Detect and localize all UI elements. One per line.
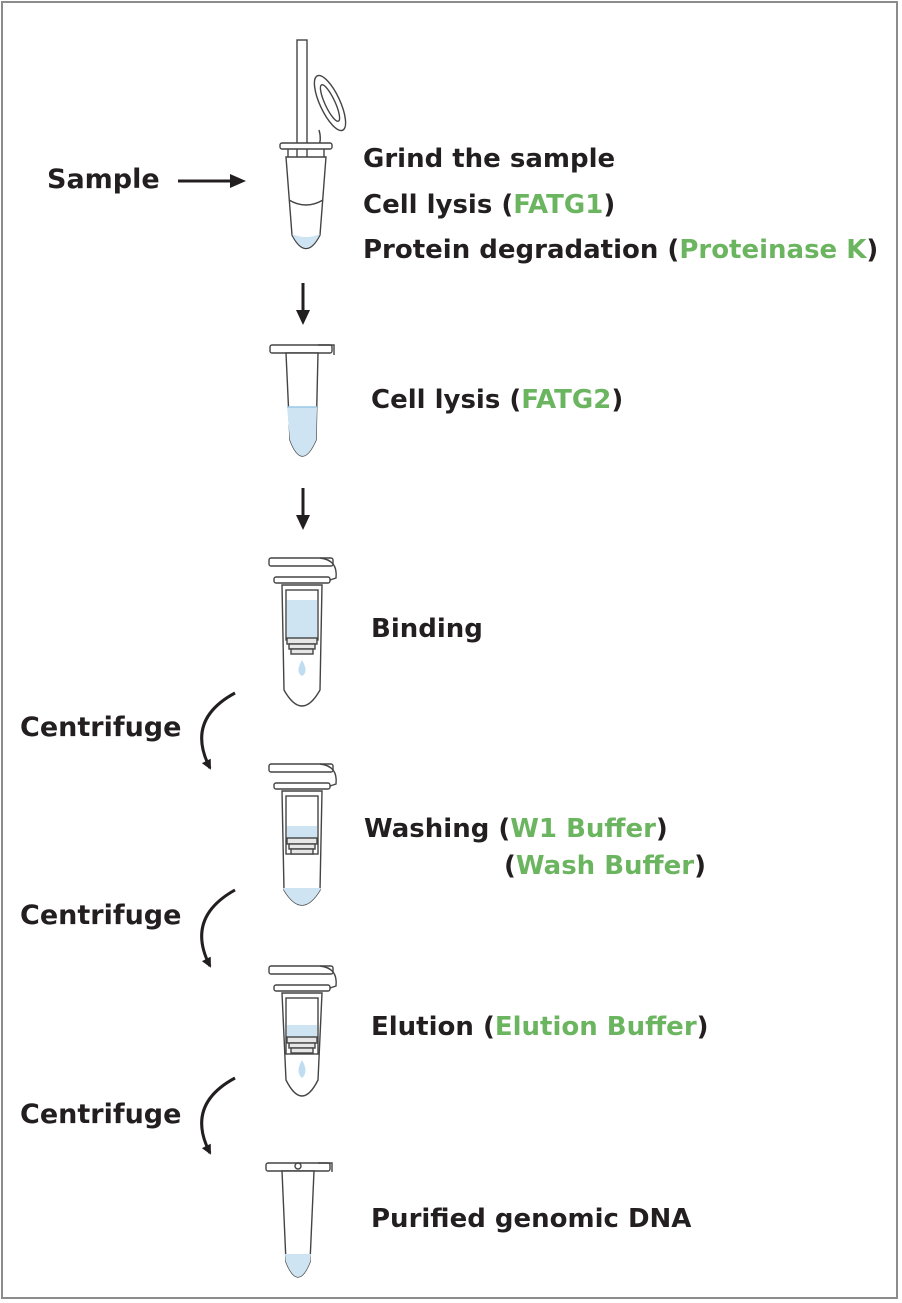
step-washing-text: Washing (	[364, 814, 511, 844]
step-lysis2-label: Cell lysis (FATG2)	[371, 384, 623, 416]
centrifuge-label-2: Centrifuge	[20, 900, 182, 931]
down-arrow-icon	[296, 488, 310, 530]
step-protein-close: )	[866, 235, 879, 265]
step-lysis2-text: Cell lysis (	[371, 385, 522, 415]
step-purified-label: Purified genomic DNA	[371, 1204, 692, 1234]
step-washing-close: )	[655, 814, 668, 844]
centrifuge-label-3: Centrifuge	[20, 1099, 182, 1130]
reagent-fatg1: FATG1	[513, 190, 604, 220]
step-protein-label: Protein degradation (Proteinase K)	[363, 234, 878, 266]
step-washing2-open: (	[504, 851, 516, 881]
tube-lysis-icon	[269, 344, 335, 457]
step-grind-label: Grind the sample	[363, 144, 616, 174]
tube-with-pestle-icon	[279, 39, 347, 250]
reagent-proteinase-k: Proteinase K	[679, 235, 867, 265]
step-binding-label: Binding	[371, 614, 483, 644]
centrifuge-label-1: Centrifuge	[20, 712, 182, 743]
centrifuge-arrow-icon	[200, 1076, 236, 1155]
tube-purified-dna-icon	[265, 1162, 333, 1278]
reagent-fatg2: FATG2	[521, 385, 612, 415]
down-arrow-icon	[296, 283, 310, 325]
sample-label: Sample	[47, 164, 160, 195]
spin-column-binding-icon	[268, 557, 337, 707]
step-elution-text: Elution (	[371, 1012, 495, 1042]
reagent-wash-buffer: Wash Buffer	[515, 851, 695, 881]
sample-arrow-icon	[178, 174, 246, 188]
step-elution-close: )	[696, 1012, 709, 1042]
step-lysis1-label: Cell lysis (FATG1)	[363, 189, 615, 221]
step-washing-label: Washing (W1 Buffer)	[364, 813, 668, 845]
spin-column-elution-icon	[268, 965, 337, 1097]
centrifuge-arrow-icon	[200, 691, 236, 770]
spin-column-washing-icon	[268, 763, 337, 906]
step-washing2-close: )	[694, 851, 706, 881]
reagent-w1-buffer: W1 Buffer	[510, 814, 656, 844]
step-lysis1-text: Cell lysis (	[363, 190, 514, 220]
step-elution-label: Elution (Elution Buffer)	[371, 1011, 709, 1043]
step-lysis2-close: )	[611, 385, 624, 415]
step-lysis1-close: )	[603, 190, 616, 220]
reagent-elution-buffer: Elution Buffer	[494, 1012, 697, 1042]
step-protein-text: Protein degradation (	[363, 235, 680, 265]
centrifuge-arrow-icon	[200, 888, 236, 968]
step-washing2-label: (Wash Buffer)	[504, 850, 706, 882]
